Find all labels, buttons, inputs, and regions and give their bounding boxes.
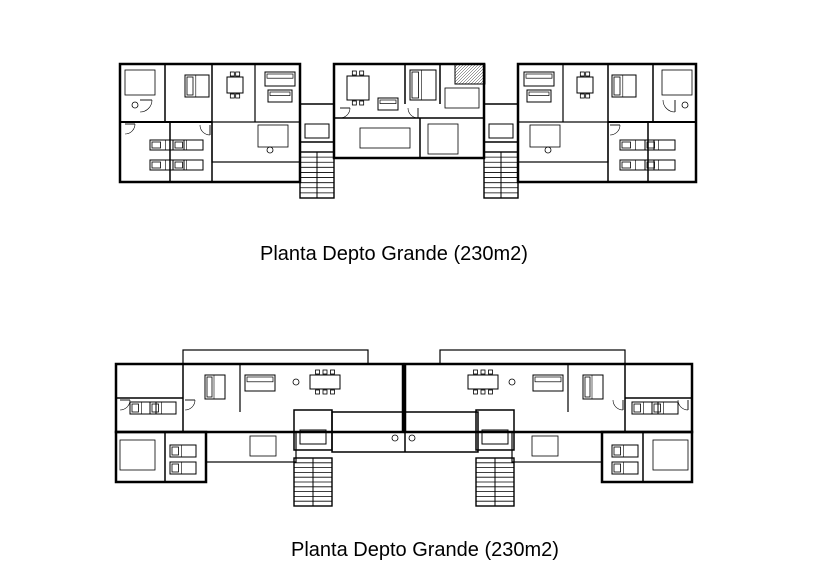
- door: [339, 107, 351, 119]
- stove-icon: [544, 146, 552, 154]
- plan-caption-lower: Planta Depto Grande (230m2): [291, 539, 559, 561]
- bed: [409, 69, 437, 101]
- bathroom: [124, 69, 156, 96]
- dining-table: [309, 369, 341, 395]
- bed: [172, 139, 204, 151]
- kitchen-outline: [511, 431, 603, 463]
- bed: [149, 139, 185, 151]
- stove-icon: [266, 146, 274, 154]
- bathroom: [444, 87, 480, 109]
- balcony: [182, 349, 369, 365]
- bed: [619, 159, 655, 171]
- bed: [644, 139, 676, 151]
- elevator: [304, 123, 330, 139]
- elevator: [481, 429, 509, 445]
- bed: [204, 374, 226, 400]
- armchair: [267, 89, 293, 103]
- staircase-right: [475, 457, 515, 507]
- door: [124, 123, 136, 135]
- bed: [619, 139, 655, 151]
- door: [609, 124, 621, 136]
- bed: [582, 374, 604, 400]
- bed: [184, 74, 210, 98]
- staircase-left: [299, 151, 335, 199]
- column-icon: [408, 434, 416, 442]
- door: [184, 399, 196, 411]
- plant-icon: [292, 378, 300, 386]
- dining-table: [226, 71, 244, 99]
- kitchen-counter: [531, 435, 559, 457]
- bed: [169, 444, 197, 458]
- shaft-hatch: [454, 63, 486, 85]
- kitchen-counter: [249, 435, 277, 457]
- dining-table: [346, 70, 370, 106]
- outer-wall-center: [332, 62, 486, 160]
- armchair: [526, 89, 552, 103]
- plan-caption-upper: Planta Depto Grande (230m2): [260, 243, 528, 265]
- balcony: [439, 349, 626, 365]
- kitchen-outline: [211, 121, 301, 163]
- sofa: [532, 374, 564, 392]
- door: [677, 399, 689, 411]
- door: [119, 399, 131, 411]
- kitchen-counter: [257, 124, 289, 148]
- bathroom: [661, 69, 693, 96]
- sofa: [244, 374, 276, 392]
- plant-icon: [508, 378, 516, 386]
- elevator: [488, 123, 514, 139]
- corridor: [475, 409, 515, 451]
- bed: [651, 401, 679, 415]
- bed: [611, 444, 639, 458]
- staircase-left: [293, 457, 333, 507]
- bathroom: [652, 439, 689, 471]
- sofa: [264, 71, 296, 87]
- door: [662, 99, 676, 113]
- floor-plan-upper: [118, 62, 698, 199]
- bed: [149, 159, 185, 171]
- sink-icon: [681, 101, 689, 109]
- bed: [611, 461, 639, 475]
- bed: [631, 401, 659, 415]
- column-icon: [391, 434, 399, 442]
- sofa: [523, 71, 555, 87]
- bed: [149, 401, 177, 415]
- door: [139, 99, 153, 113]
- floor-plan-lower: [114, 349, 694, 507]
- laundry: [359, 127, 411, 149]
- door: [407, 107, 419, 119]
- kitchen-outline: [205, 431, 297, 463]
- kitchen-outline: [517, 121, 609, 163]
- dining-table: [576, 71, 594, 99]
- bed: [644, 159, 676, 171]
- kitchen-counter: [427, 123, 459, 155]
- bed: [129, 401, 157, 415]
- bed: [611, 74, 637, 98]
- bed: [172, 159, 204, 171]
- door: [199, 124, 211, 136]
- staircase-right: [483, 151, 519, 199]
- kitchen-counter: [529, 124, 561, 148]
- sink-icon: [131, 101, 139, 109]
- elevator: [299, 429, 327, 445]
- dining-table: [467, 369, 499, 395]
- door: [612, 399, 624, 411]
- armchair: [377, 97, 399, 111]
- bed: [169, 461, 197, 475]
- bathroom: [119, 439, 156, 471]
